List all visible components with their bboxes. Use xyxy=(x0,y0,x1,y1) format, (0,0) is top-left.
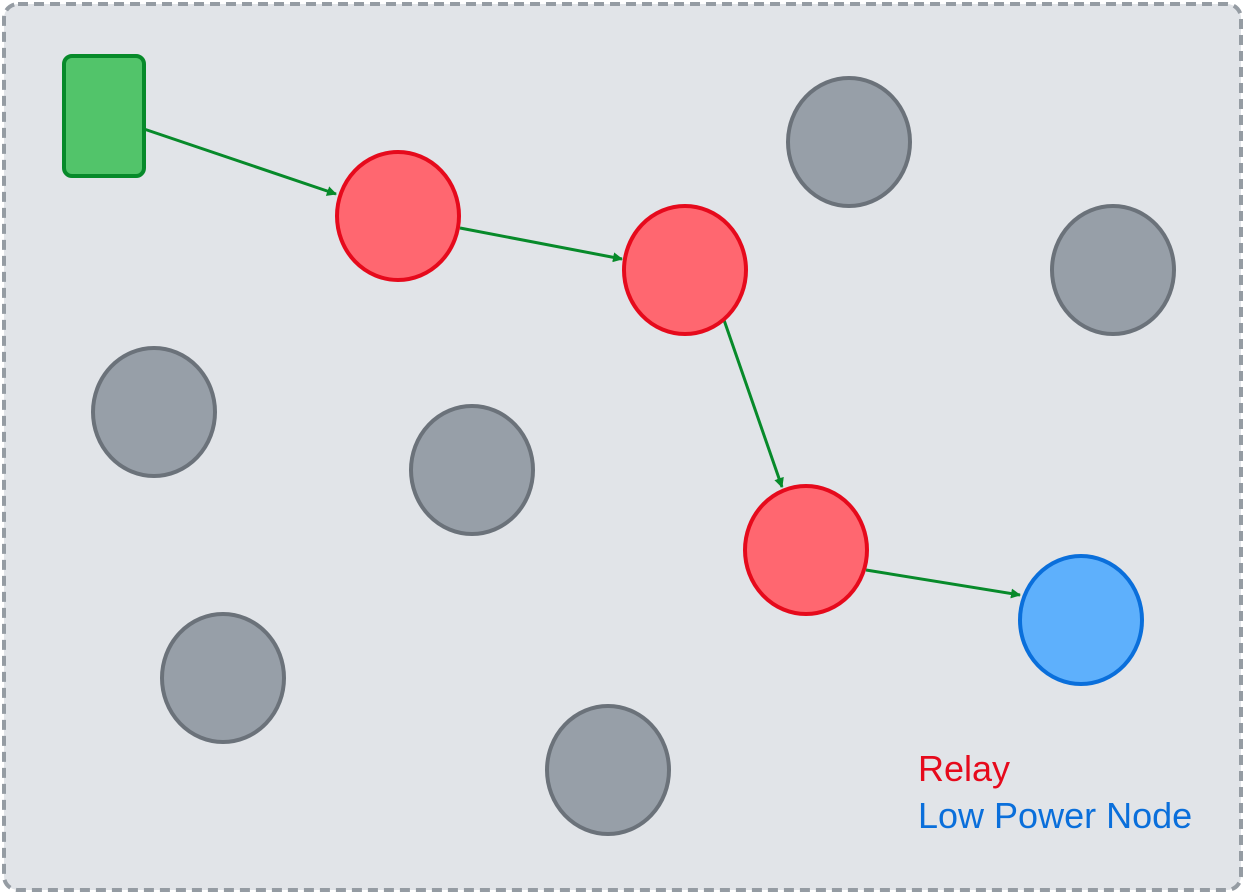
edge-relay-1-to-relay-2 xyxy=(459,226,623,263)
node-idle-5 xyxy=(160,612,286,744)
node-low-power-node xyxy=(1018,554,1144,686)
edge-relay-3-to-low-power-node xyxy=(865,568,1021,599)
legend-low-power-node-label: Low Power Node xyxy=(918,795,1192,836)
node-source xyxy=(62,54,146,178)
node-relay-1 xyxy=(335,150,461,282)
edge-relay-2-to-relay-3 xyxy=(722,319,784,488)
node-idle-6 xyxy=(545,704,671,836)
legend-relay-label: Relay xyxy=(918,748,1010,789)
node-relay-3 xyxy=(743,484,869,616)
node-idle-3 xyxy=(91,346,217,478)
edges xyxy=(143,127,1021,599)
node-relay-2 xyxy=(622,204,748,336)
edge-source-to-relay-1 xyxy=(143,127,337,196)
node-idle-2 xyxy=(1050,204,1176,336)
nodes xyxy=(62,54,1176,836)
node-idle-1 xyxy=(786,76,912,208)
legend: Relay Low Power Node xyxy=(918,748,1192,836)
node-idle-4 xyxy=(409,404,535,536)
